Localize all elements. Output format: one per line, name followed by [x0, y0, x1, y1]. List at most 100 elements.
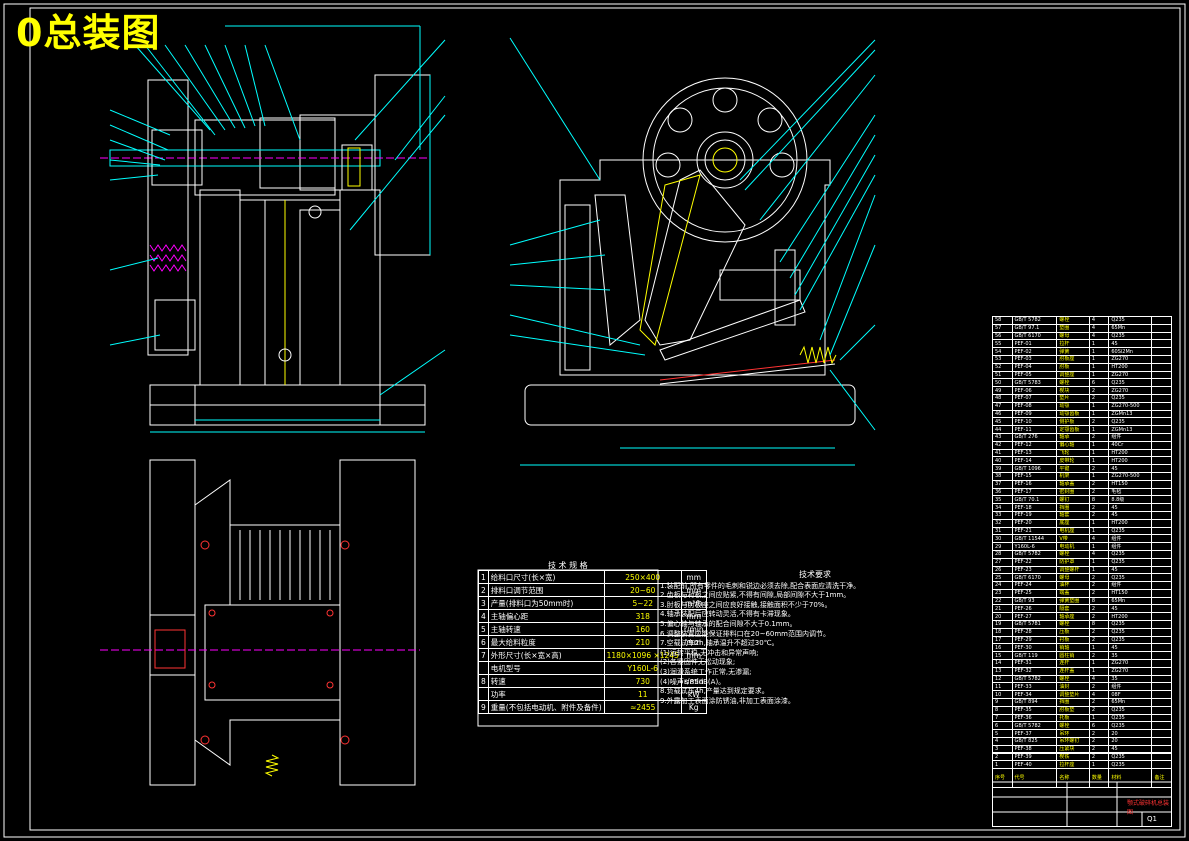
parts-list-remark — [1151, 659, 1172, 668]
parts-list-remark — [1151, 503, 1172, 512]
requirement-line: 8.负载试车4h,产量达到规定要求。 — [660, 687, 769, 696]
parts-list-cell: 45 — [992, 417, 1013, 427]
parts-list-cell: V带 — [1056, 534, 1090, 544]
parts-list-cell: 2 — [1088, 479, 1110, 489]
parts-list-cell: Q235 — [1108, 417, 1153, 427]
parts-list-cell: 4 — [1088, 549, 1110, 559]
parts-list-cell: 35 — [992, 495, 1013, 505]
parts-list-cell: 40Cr — [1108, 440, 1153, 450]
parts-list-cell: PEF-01 — [1011, 339, 1058, 349]
parts-list-cell: 55 — [992, 339, 1013, 349]
parts-list-cell: Q235 — [1108, 331, 1153, 341]
front-view — [100, 25, 446, 433]
parts-list-cell: 1 — [1088, 666, 1110, 676]
parts-list-cell: PEF-11 — [1011, 425, 1058, 434]
parts-list-cell: 销轴 — [1056, 643, 1090, 653]
requirement-line: 4.轴承装配后应转动灵活,不得有卡滞现象。 — [660, 610, 795, 619]
parts-list-cell: 拉杆 — [1056, 339, 1090, 349]
parts-list-cell: 1 — [1088, 440, 1110, 450]
parts-list-remark — [1151, 386, 1172, 395]
parts-list-cell: Q235 — [1108, 316, 1153, 325]
tech-param-idx: 1 — [478, 570, 489, 584]
parts-list-cell: 2 — [1088, 705, 1110, 715]
parts-list-cell: 1 — [1088, 471, 1110, 481]
parts-list-cell: 螺栓 — [1056, 549, 1090, 559]
parts-list-cell: 23 — [992, 588, 1013, 598]
parts-list-remark — [1151, 393, 1172, 403]
parts-list-remark — [1151, 464, 1172, 473]
parts-list-cell: GB/T 1096 — [1011, 464, 1058, 473]
parts-list-cell: 电动机 — [1056, 542, 1090, 551]
parts-list-cell: 动颚齿板 — [1056, 409, 1090, 419]
parts-list-cell: 组件 — [1108, 682, 1153, 692]
tech-param-name: 功率 — [487, 687, 605, 701]
parts-list-cell: 45 — [1108, 643, 1153, 653]
parts-list-cell: Q235 — [1108, 635, 1153, 645]
tech-param-value: ≈2455 — [603, 700, 682, 714]
parts-list-cell: PEF-34 — [1011, 690, 1058, 700]
parts-list-cell: 1 — [1088, 425, 1110, 434]
parts-list-remark — [1151, 666, 1172, 676]
parts-list-remark — [1151, 417, 1172, 427]
parts-list-remark — [1151, 432, 1172, 442]
parts-list-cell: Q235 — [1108, 620, 1153, 629]
parts-list-cell: 肘板垫 — [1056, 705, 1090, 715]
parts-list-cell: 定颚齿板 — [1056, 425, 1090, 434]
tech-param-idx: 9 — [478, 700, 489, 714]
parts-list-remark — [1151, 737, 1172, 746]
parts-list-cell: HT150 — [1108, 479, 1153, 489]
parts-list-cell: PEF-33 — [1011, 682, 1058, 692]
parts-list-cell: ZG270 — [1108, 386, 1153, 395]
requirement-line: 9.外露加工表面涂防锈油,非加工表面涂漆。 — [660, 696, 795, 705]
parts-list-cell: 皮带轮 — [1056, 456, 1090, 466]
tech-param-idx: 8 — [478, 674, 489, 688]
parts-list-header: 序号代号名称数量材料备注 — [992, 768, 1172, 789]
parts-list-remark — [1151, 354, 1172, 364]
parts-list-remark — [1151, 690, 1172, 700]
parts-list-cell: PEF-36 — [1011, 713, 1058, 723]
parts-list-cell: 32 — [992, 518, 1013, 528]
parts-list-cell: HT200 — [1108, 612, 1153, 622]
parts-list-cell: 8.8级 — [1108, 495, 1153, 505]
parts-list-cell: 54 — [992, 347, 1013, 356]
parts-list-cell: 8 — [1088, 495, 1110, 505]
parts-list-cell: 45 — [1108, 565, 1153, 575]
sheet-border-outer — [3, 3, 1186, 838]
parts-list-cell: 机架 — [1056, 471, 1090, 481]
parts-list-cell: 25 — [992, 573, 1013, 583]
parts-list-cell: PEF-05 — [1011, 370, 1058, 380]
parts-list-remark — [1151, 620, 1172, 629]
parts-list-cell: PEF-20 — [1011, 518, 1058, 528]
parts-list-cell: 21 — [992, 604, 1013, 614]
parts-list-cell: GB/T 11544 — [1011, 534, 1058, 544]
parts-list-cell: ZG270 — [1108, 666, 1153, 676]
parts-list-cell: 组件 — [1108, 581, 1153, 590]
parts-list-remark — [1151, 510, 1172, 520]
requirement-line: 1.装配前,所有零件的毛刺和锐边必须去除,配合表面应清洗干净。 — [660, 581, 861, 590]
parts-list-cell: PEF-32 — [1011, 666, 1058, 676]
parts-list-cell: 端盖 — [1056, 588, 1090, 598]
parts-list-cell: 1 — [1088, 354, 1110, 364]
tech-param-name: 排料口调节范围 — [487, 583, 605, 597]
parts-list-remark — [1151, 471, 1172, 481]
parts-list-cell: Q235 — [1108, 378, 1153, 388]
parts-list-cell: 22 — [992, 596, 1013, 606]
parts-list-cell: 1 — [1088, 643, 1110, 653]
